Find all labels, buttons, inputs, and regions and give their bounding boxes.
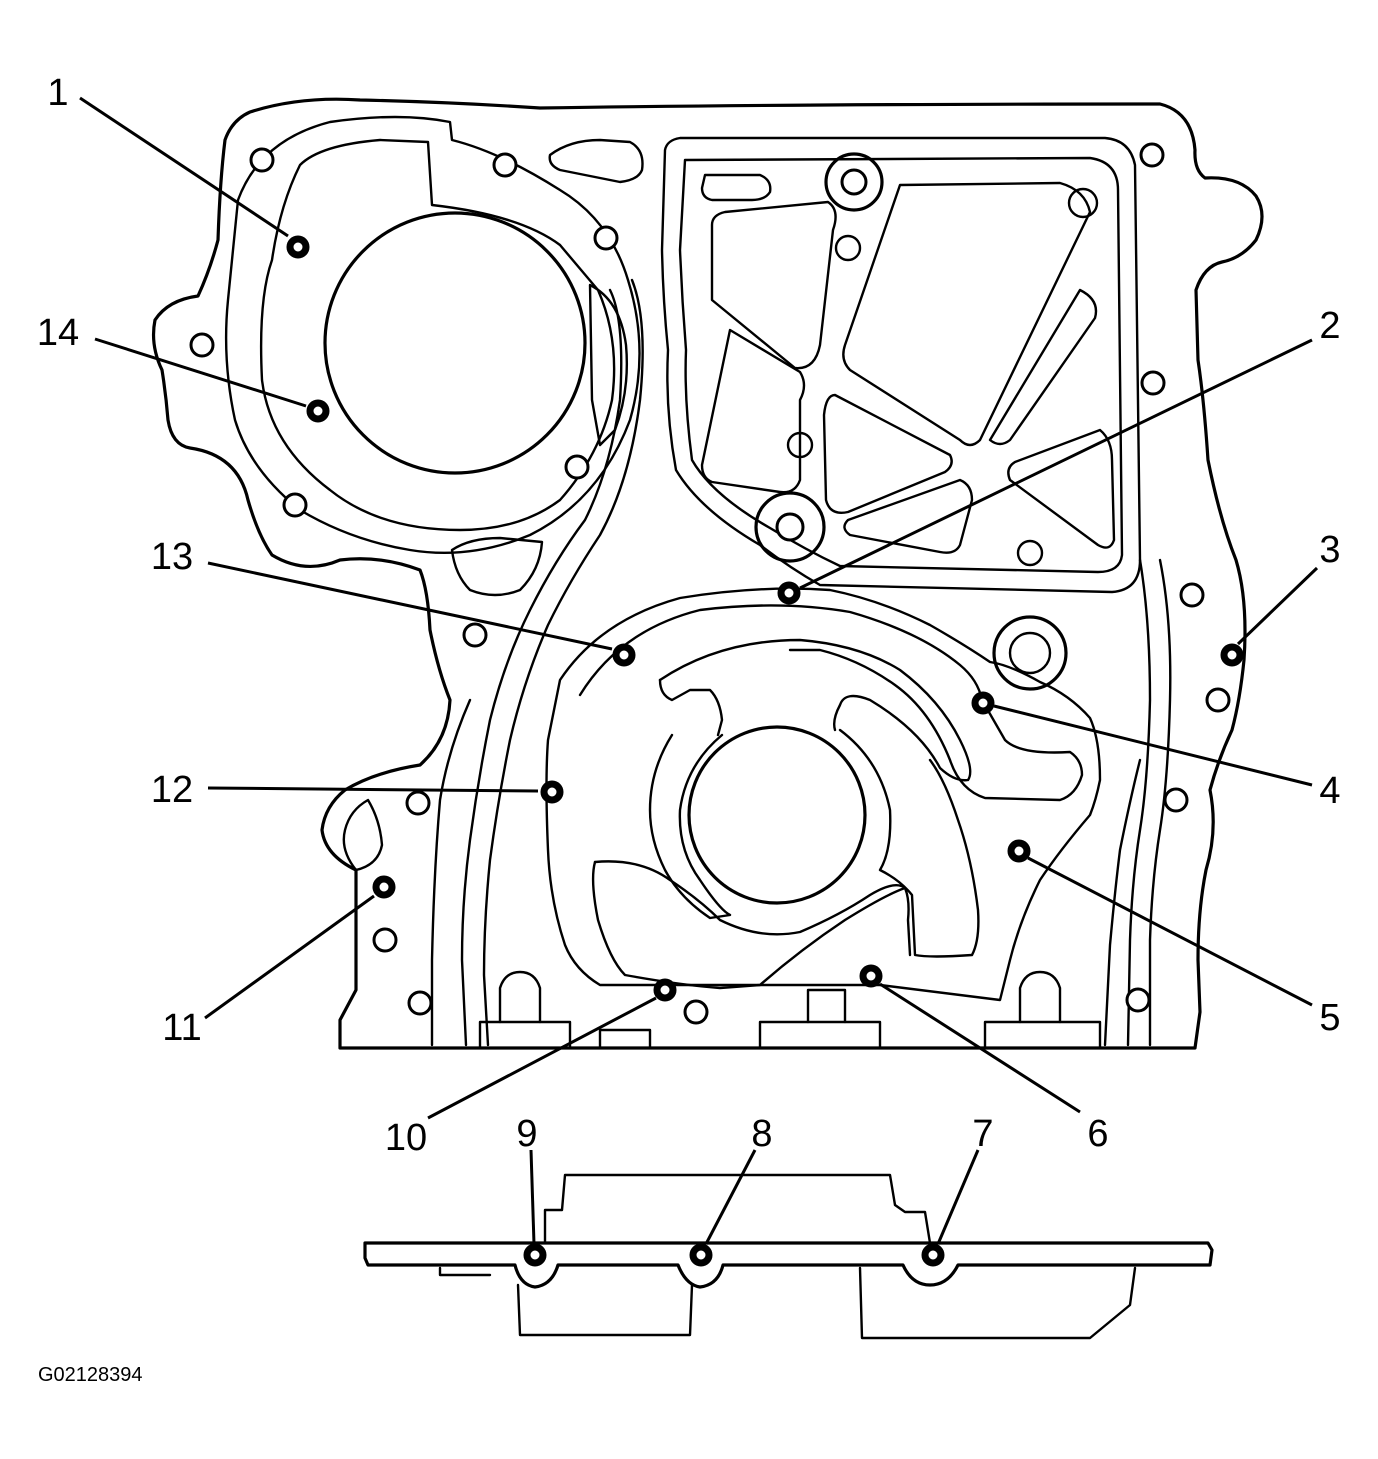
callout-4: 4 bbox=[1319, 770, 1340, 812]
bolt-6 bbox=[859, 964, 883, 988]
leader-line-12 bbox=[207, 786, 539, 793]
leader-line-14 bbox=[94, 337, 307, 408]
bolt-8 bbox=[689, 1243, 713, 1267]
leader-line-1 bbox=[79, 96, 289, 238]
leader-line-10 bbox=[427, 996, 657, 1120]
bolt-5 bbox=[1007, 839, 1031, 863]
bolt-3 bbox=[1220, 643, 1244, 667]
leader-line-2 bbox=[799, 338, 1313, 590]
callout-14: 14 bbox=[37, 312, 79, 354]
callout-7: 7 bbox=[972, 1113, 993, 1155]
leader-line-4 bbox=[993, 704, 1313, 787]
callout-8: 8 bbox=[751, 1113, 772, 1155]
callout-10: 10 bbox=[385, 1117, 427, 1159]
leader-line-13 bbox=[207, 561, 613, 651]
callout-13: 13 bbox=[151, 536, 193, 578]
leader-line-6 bbox=[879, 982, 1081, 1114]
leader-line-8 bbox=[704, 1149, 757, 1245]
leader-line-9 bbox=[529, 1149, 536, 1245]
bolt-10 bbox=[653, 978, 677, 1002]
bolt-11 bbox=[372, 875, 396, 899]
bolt-2 bbox=[777, 581, 801, 605]
callout-5: 5 bbox=[1319, 997, 1340, 1039]
callout-1: 1 bbox=[47, 72, 68, 114]
leader-line-11 bbox=[204, 894, 375, 1020]
callout-2: 2 bbox=[1319, 305, 1340, 347]
bolt-12 bbox=[540, 780, 564, 804]
leader-line-5 bbox=[1027, 856, 1313, 1007]
callout-11: 11 bbox=[162, 1007, 201, 1049]
oil-pan-rail bbox=[363, 1173, 1214, 1340]
figure-id: G02128394 bbox=[38, 1364, 143, 1386]
leader-line-3 bbox=[1236, 566, 1319, 646]
front-cover-casting bbox=[151, 97, 1264, 1050]
bolt-13 bbox=[612, 643, 636, 667]
leader-line-7 bbox=[936, 1149, 980, 1245]
bolt-1 bbox=[286, 235, 310, 259]
bolt-7 bbox=[921, 1243, 945, 1267]
bolt-14 bbox=[306, 399, 330, 423]
callout-3: 3 bbox=[1319, 529, 1340, 571]
callout-9: 9 bbox=[516, 1113, 537, 1155]
callout-12: 12 bbox=[151, 769, 193, 811]
bolt-4 bbox=[971, 691, 995, 715]
bolt-9 bbox=[523, 1243, 547, 1267]
callout-6: 6 bbox=[1087, 1113, 1108, 1155]
